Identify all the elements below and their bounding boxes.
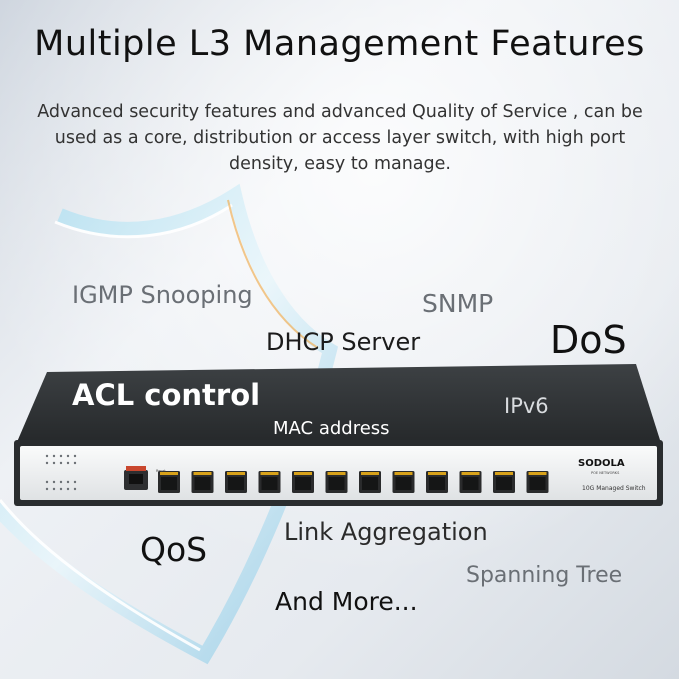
feature-mac-address: MAC address [273, 418, 390, 439]
feature-ipv6: IPv6 [504, 394, 549, 418]
sfp-port [359, 471, 381, 493]
sfp-port [225, 471, 247, 493]
sfp-port [158, 471, 180, 493]
switch-chassis-top [17, 364, 660, 442]
sfp-port-group [158, 471, 549, 493]
brand-subtitle: POE NETWORKS [591, 471, 620, 475]
sfp-port [526, 471, 549, 493]
feature-dos: DoS [550, 318, 627, 362]
sfp-port [459, 471, 482, 493]
feature-igmp-snooping: IGMP Snooping [72, 281, 253, 309]
sfp-port [493, 471, 515, 493]
feature-snmp: SNMP [422, 289, 494, 318]
reset-label: Reset [156, 469, 166, 473]
feature-and-more: And More... [275, 587, 418, 616]
sfp-port [258, 471, 281, 493]
feature-dhcp-server: DHCP Server [266, 328, 421, 356]
sfp-port [426, 471, 448, 493]
page-title: Multiple L3 Management Features [34, 24, 645, 64]
sfp-port [325, 471, 348, 493]
feature-link-aggregation: Link Aggregation [284, 518, 488, 546]
brand-logo: SODOLA [578, 458, 625, 469]
feature-acl-control: ACL control [72, 378, 261, 412]
sfp-port [392, 471, 415, 493]
sfp-port [292, 471, 314, 493]
feature-qos: QoS [140, 530, 208, 569]
model-label: 10G Managed Switch [582, 485, 646, 492]
led-indicators [45, 454, 77, 491]
feature-spanning-tree: Spanning Tree [466, 563, 623, 588]
sfp-port [191, 471, 214, 493]
feature-description: Advanced security features and advanced … [37, 102, 643, 174]
